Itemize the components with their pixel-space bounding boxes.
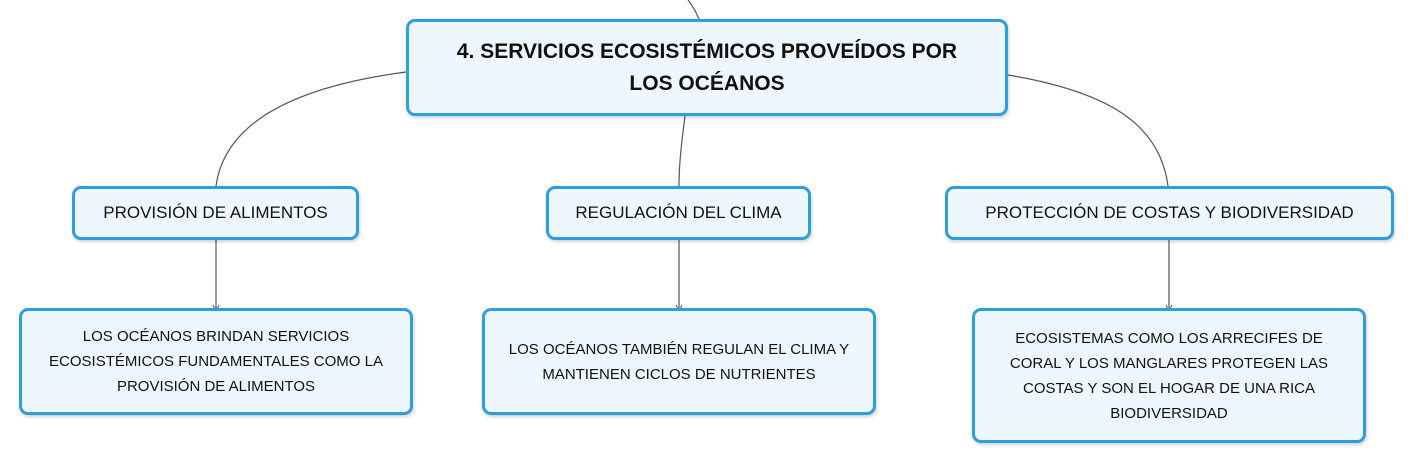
subtopic-protection-detail[interactable]: ECOSISTEMAS COMO LOS ARRECIFES DE CORAL … (972, 308, 1366, 443)
connector-root-to-climate (678, 115, 686, 187)
root-topic-label: 4. SERVICIOS ECOSISTÉMICOS PROVEÍDOS POR… (456, 39, 958, 95)
connector-root-to-protection (1007, 74, 1169, 187)
topic-regulacion-clima[interactable]: REGULACIÓN DEL CLIMA (546, 186, 811, 240)
subtopic-label: LOS OCÉANOS BRINDAN SERVICIOS ECOSISTÉMI… (49, 328, 383, 395)
topic-label: PROVISIÓN DE ALIMENTOS (103, 203, 328, 222)
root-topic[interactable]: 4. SERVICIOS ECOSISTÉMICOS PROVEÍDOS POR… (406, 19, 1008, 116)
topic-label: REGULACIÓN DEL CLIMA (575, 203, 782, 222)
topic-proteccion-costas[interactable]: PROTECCIÓN DE COSTAS Y BIODIVERSIDAD (945, 186, 1394, 240)
topic-provision-alimentos[interactable]: PROVISIÓN DE ALIMENTOS (72, 186, 359, 240)
topic-label: PROTECCIÓN DE COSTAS Y BIODIVERSIDAD (985, 203, 1354, 222)
connector-parent-to-root (687, 0, 700, 20)
connector-root-to-provision (215, 71, 407, 187)
subtopic-provision-detail[interactable]: LOS OCÉANOS BRINDAN SERVICIOS ECOSISTÉMI… (19, 308, 413, 415)
subtopic-label: LOS OCÉANOS TAMBIÉN REGULAN EL CLIMA Y M… (508, 340, 850, 383)
subtopic-label: ECOSISTEMAS COMO LOS ARRECIFES DE CORAL … (1009, 329, 1329, 422)
subtopic-climate-detail[interactable]: LOS OCÉANOS TAMBIÉN REGULAN EL CLIMA Y M… (482, 308, 876, 415)
